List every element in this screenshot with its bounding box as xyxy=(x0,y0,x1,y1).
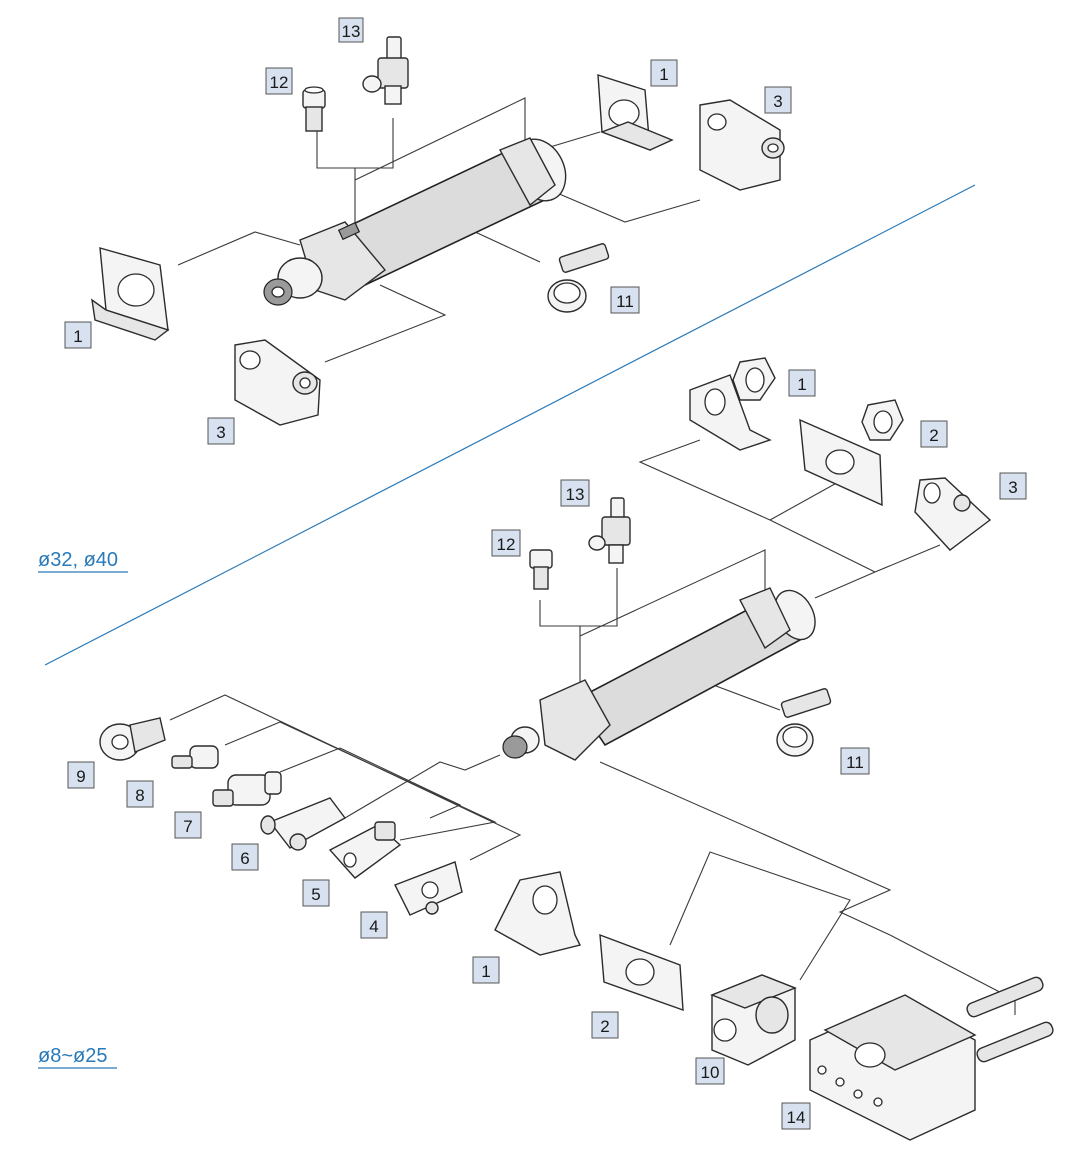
flange-2-mid[interactable] xyxy=(799,418,883,507)
callout-1-top-right[interactable]: 1 xyxy=(650,59,678,87)
svg-text:1: 1 xyxy=(73,327,82,346)
callout-3-mid[interactable]: 3 xyxy=(999,472,1027,500)
callout-1-mid[interactable]: 1 xyxy=(788,369,816,397)
callout-7[interactable]: 7 xyxy=(174,811,202,839)
callout-10[interactable]: 10 xyxy=(695,1057,725,1085)
svg-text:14: 14 xyxy=(787,1108,806,1127)
clevis-3-top-left[interactable] xyxy=(234,339,321,426)
series-label-small[interactable]: ø8~ø25 xyxy=(38,1045,117,1069)
pivot-block-10[interactable] xyxy=(710,974,797,1066)
joint-8[interactable] xyxy=(171,745,219,769)
flange-2-bottom[interactable] xyxy=(599,933,684,1012)
pivot-bracket-1-mid[interactable] xyxy=(689,374,772,451)
svg-text:13: 13 xyxy=(566,485,585,504)
svg-text:11: 11 xyxy=(616,292,634,311)
callout-11-mid[interactable]: 11 xyxy=(840,747,870,775)
callout-11-top[interactable]: 11 xyxy=(610,286,640,314)
svg-text:6: 6 xyxy=(240,849,249,868)
svg-text:13: 13 xyxy=(342,22,361,41)
series-label-large[interactable]: ø32, ø40 xyxy=(38,549,128,573)
svg-text:9: 9 xyxy=(76,767,85,786)
svg-text:ø32, ø40: ø32, ø40 xyxy=(38,549,118,571)
small-cylinder[interactable] xyxy=(502,584,823,761)
sensor-clamp-11-top[interactable] xyxy=(547,243,610,313)
svg-text:3: 3 xyxy=(216,423,225,442)
large-cylinder[interactable] xyxy=(263,131,575,306)
svg-text:10: 10 xyxy=(701,1063,720,1082)
clevis-5[interactable] xyxy=(328,821,402,879)
callout-13-top[interactable]: 13 xyxy=(338,17,364,43)
svg-text:1: 1 xyxy=(659,65,668,84)
svg-text:12: 12 xyxy=(497,535,516,554)
svg-text:1: 1 xyxy=(797,375,806,394)
foot-bracket-1-bottom[interactable] xyxy=(494,871,582,956)
callout-14[interactable]: 14 xyxy=(781,1102,811,1130)
svg-text:12: 12 xyxy=(270,73,289,92)
svg-text:ø8~ø25: ø8~ø25 xyxy=(38,1045,107,1067)
middle-leader-lines xyxy=(539,439,941,711)
bracket-1-top-left[interactable] xyxy=(91,247,170,341)
series-divider-line xyxy=(44,184,976,666)
fitting-12-top[interactable] xyxy=(302,86,326,132)
callout-2-mid[interactable]: 2 xyxy=(920,420,948,448)
callout-9[interactable]: 9 xyxy=(67,761,95,789)
callout-2-bottom[interactable]: 2 xyxy=(591,1011,619,1039)
guide-unit-14[interactable] xyxy=(809,976,1055,1141)
callout-8[interactable]: 8 xyxy=(126,780,154,808)
floating-joint-7[interactable] xyxy=(212,771,282,807)
svg-text:7: 7 xyxy=(183,817,192,836)
nut-mid-1[interactable] xyxy=(732,357,776,401)
clevis-3-mid[interactable] xyxy=(914,477,992,551)
svg-text:2: 2 xyxy=(600,1017,609,1036)
callout-4[interactable]: 4 xyxy=(360,911,388,939)
svg-text:3: 3 xyxy=(1008,478,1017,497)
sensor-clamp-11-mid[interactable] xyxy=(776,688,832,757)
callout-1-top-left[interactable]: 1 xyxy=(64,321,92,349)
callout-6[interactable]: 6 xyxy=(231,843,259,871)
rod-end-9[interactable] xyxy=(99,717,166,761)
bracket-1-top-right[interactable] xyxy=(597,74,674,152)
svg-text:11: 11 xyxy=(846,753,864,772)
fitting-12-mid[interactable] xyxy=(529,549,553,590)
callout-12-top[interactable]: 12 xyxy=(265,67,293,95)
svg-text:5: 5 xyxy=(311,885,320,904)
clevis-3-top-right[interactable] xyxy=(699,99,785,191)
callout-12-mid[interactable]: 12 xyxy=(491,529,521,557)
callout-3-top-right[interactable]: 3 xyxy=(764,86,792,114)
callout-1-bottom[interactable]: 1 xyxy=(472,956,500,984)
svg-text:1: 1 xyxy=(481,962,490,981)
speed-controller-13-mid[interactable] xyxy=(588,497,631,564)
callout-3-top-left[interactable]: 3 xyxy=(207,417,235,445)
svg-text:4: 4 xyxy=(369,917,378,936)
nut-mid-2[interactable] xyxy=(861,399,904,441)
knuckle-joint-6[interactable] xyxy=(260,797,347,851)
speed-controller-13-top[interactable] xyxy=(362,36,409,105)
callout-5[interactable]: 5 xyxy=(302,879,330,907)
callout-13-mid[interactable]: 13 xyxy=(560,479,590,507)
svg-text:8: 8 xyxy=(135,786,144,805)
svg-text:3: 3 xyxy=(773,92,782,111)
clevis-4[interactable] xyxy=(394,861,463,916)
svg-text:2: 2 xyxy=(929,426,938,445)
